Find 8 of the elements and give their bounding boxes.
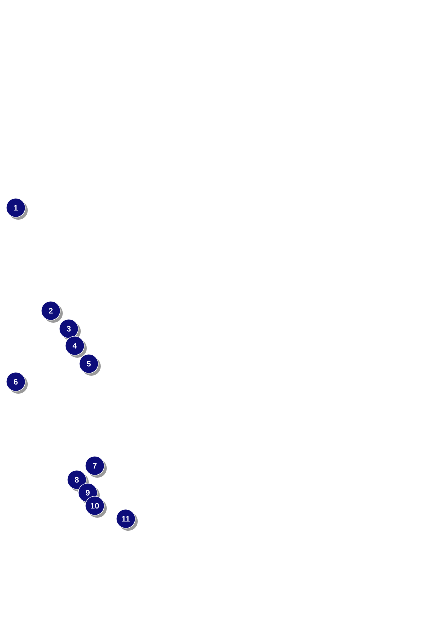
callout-number: 5 <box>79 354 101 376</box>
callout-number: 6 <box>6 372 28 394</box>
callout-number: 10 <box>85 496 107 518</box>
callout-number: 4 <box>65 336 87 358</box>
callout-number: 2 <box>41 301 63 323</box>
callout-number: 1 <box>6 198 28 220</box>
callout-number: 7 <box>85 456 107 478</box>
callout-number: 11 <box>116 509 138 531</box>
